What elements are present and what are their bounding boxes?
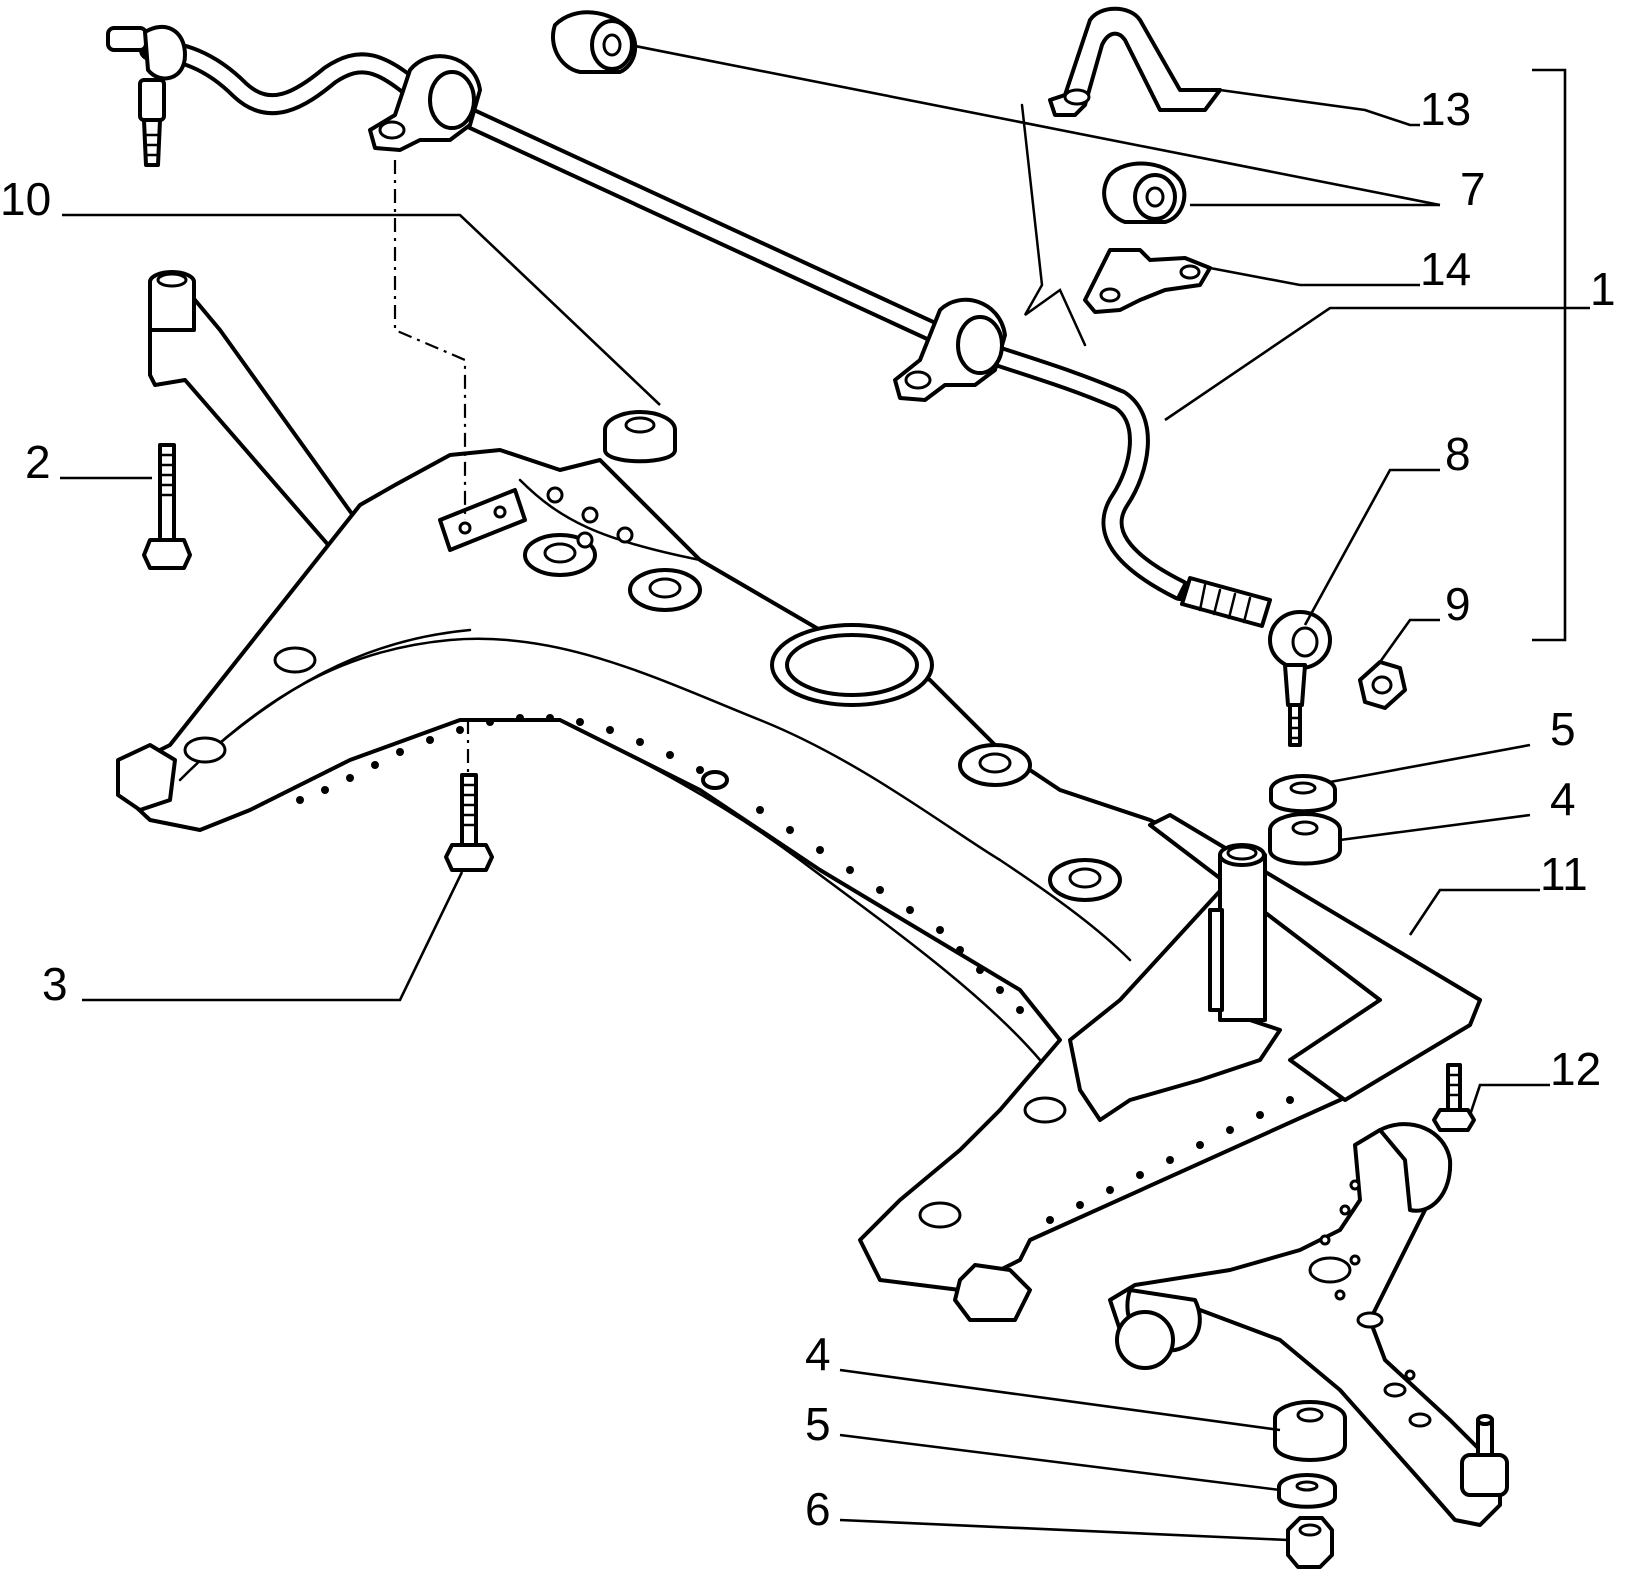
break-line xyxy=(1020,103,1087,347)
callout-14: 14 xyxy=(1420,243,1471,295)
callout-13: 13 xyxy=(1420,83,1471,135)
callout-5-bottom: 5 xyxy=(805,1398,831,1450)
washer-5-right xyxy=(1269,774,1337,814)
bushing-7-top xyxy=(551,10,638,74)
bushing-10 xyxy=(603,410,677,464)
callout-12: 12 xyxy=(1550,1043,1601,1095)
callout-8: 8 xyxy=(1445,428,1471,480)
bolt-3 xyxy=(444,773,494,872)
callout-11: 11 xyxy=(1540,848,1588,900)
bracket-14 xyxy=(1083,248,1212,314)
mount-tower-right xyxy=(1068,843,1282,1122)
stabilizer-bar xyxy=(106,25,1272,628)
callout-3: 3 xyxy=(42,958,68,1010)
nut-6 xyxy=(1286,1516,1334,1569)
clamp-13 xyxy=(1048,6,1222,117)
bolt-12 xyxy=(1432,1063,1476,1132)
bushing-4-bottom xyxy=(1273,1400,1347,1462)
callout-2: 2 xyxy=(25,436,51,488)
center-line-left xyxy=(393,160,467,520)
bushing-4-right xyxy=(1268,812,1342,866)
bar-clamp-left xyxy=(368,54,482,152)
callout-7: 7 xyxy=(1460,163,1486,215)
callout-1: 1 xyxy=(1590,263,1616,315)
bolt-2 xyxy=(142,443,192,570)
subframe xyxy=(116,448,1482,1322)
callout-6: 6 xyxy=(805,1483,831,1535)
callout-5-right: 5 xyxy=(1550,703,1576,755)
nut-9 xyxy=(1358,660,1407,710)
kit-bracket xyxy=(1532,68,1567,642)
bushing-7 xyxy=(1102,161,1187,224)
washer-5-bottom xyxy=(1277,1473,1337,1509)
bar-clamp-right xyxy=(893,297,1007,402)
callout-4-right: 4 xyxy=(1550,773,1576,825)
leader-lines xyxy=(60,43,1590,1542)
callout-9: 9 xyxy=(1445,578,1471,630)
callout-4-bottom: 4 xyxy=(805,1328,831,1380)
callout-labels: 10 2 3 13 7 14 1 8 9 5 4 11 12 4 5 6 xyxy=(0,83,1616,1535)
flange-holes xyxy=(296,714,1294,1224)
control-arm xyxy=(1108,1122,1509,1527)
end-link-8 xyxy=(1268,610,1332,747)
callout-10: 10 xyxy=(0,173,51,225)
